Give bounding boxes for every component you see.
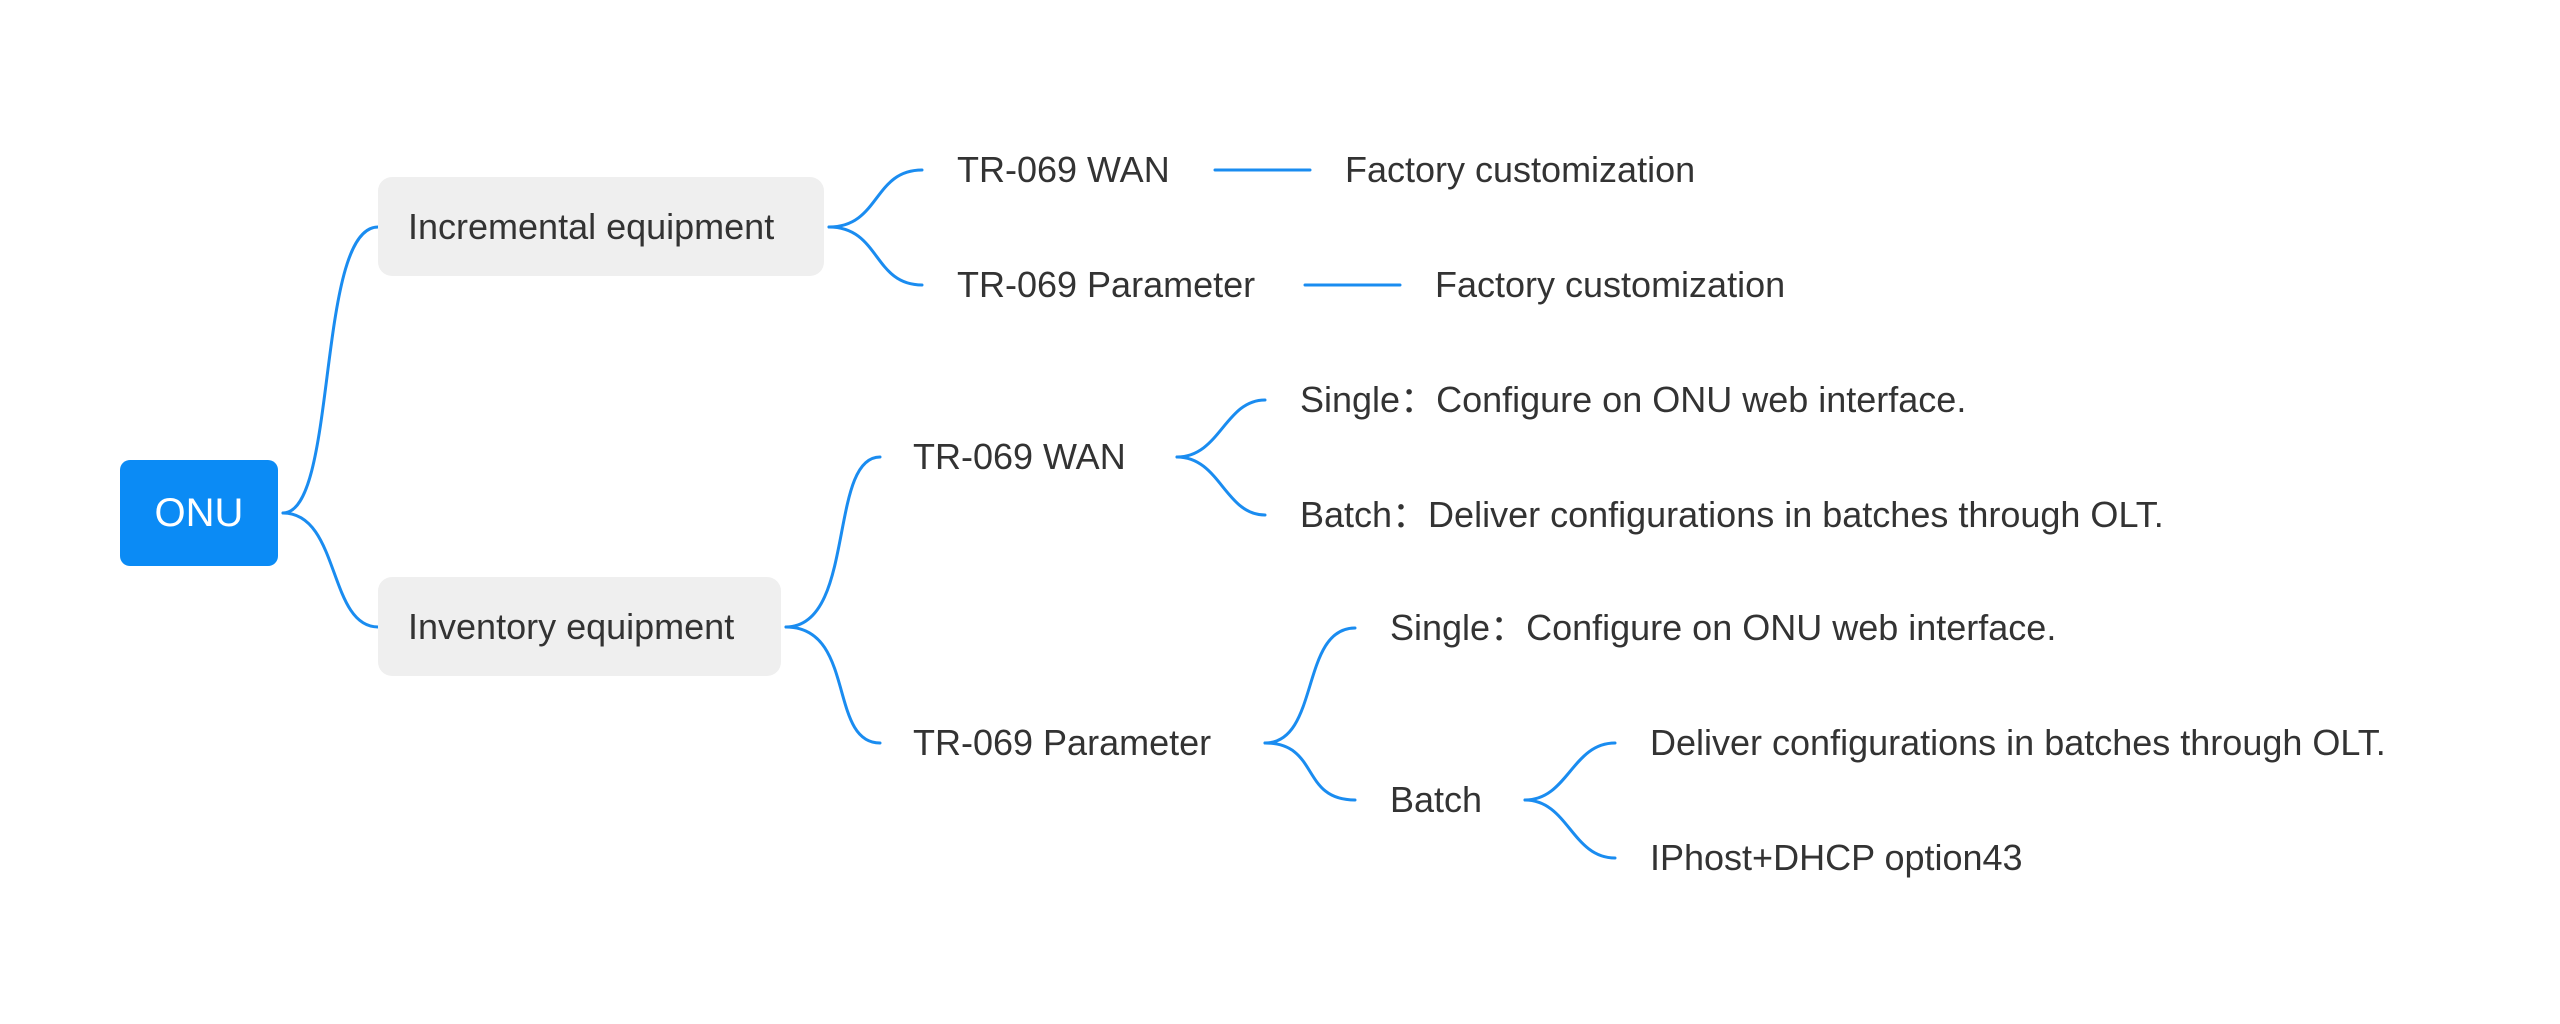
node-batch-olt[interactable]: Deliver configurations in batches throug…: [1650, 722, 2386, 763]
branch-label: Incremental equipment: [408, 205, 775, 247]
node-inventory-param-batch[interactable]: Batch: [1390, 779, 1483, 820]
connector-invparam-batch: [1263, 741, 1357, 802]
connector-batch-iphost: [1523, 798, 1617, 860]
node-incremental-tr069-parameter[interactable]: TR-069 Parameter: [957, 264, 1256, 305]
connector-inventory-param: [784, 625, 882, 745]
connector-invwan-batch: [1175, 455, 1267, 517]
connector-incremental-param: [827, 225, 924, 287]
root-label: ONU: [154, 490, 244, 535]
node-batch-iphost[interactable]: IPhost+DHCP option43: [1650, 837, 2023, 878]
node-inventory-tr069-wan[interactable]: TR-069 WAN: [913, 436, 1126, 477]
connector-root-inventory: [281, 511, 380, 629]
branch-inventory-equipment[interactable]: Inventory equipment: [378, 577, 781, 676]
node-inventory-wan-batch[interactable]: Batch：Deliver configurations in batches …: [1300, 494, 2164, 535]
node-inventory-tr069-parameter[interactable]: TR-069 Parameter: [913, 722, 1212, 763]
node-incremental-param-factory[interactable]: Factory customization: [1435, 264, 1786, 305]
node-inventory-param-single[interactable]: Single：Configure on ONU web interface.: [1390, 607, 2057, 648]
connector-inventory-wan: [784, 455, 882, 629]
branch-incremental-equipment[interactable]: Incremental equipment: [378, 177, 824, 276]
connector-invwan-single: [1175, 398, 1267, 459]
connector-root-incremental: [281, 225, 380, 515]
node-incremental-tr069-wan[interactable]: TR-069 WAN: [957, 149, 1170, 190]
connector-invparam-single: [1263, 626, 1357, 745]
root-node[interactable]: ONU: [120, 460, 278, 566]
node-inventory-wan-single[interactable]: Single：Configure on ONU web interface.: [1300, 379, 1967, 420]
branch-label: Inventory equipment: [408, 605, 735, 647]
node-incremental-wan-factory[interactable]: Factory customization: [1345, 149, 1696, 190]
connector-incremental-wan: [827, 168, 924, 229]
connector-batch-olt: [1523, 741, 1617, 802]
